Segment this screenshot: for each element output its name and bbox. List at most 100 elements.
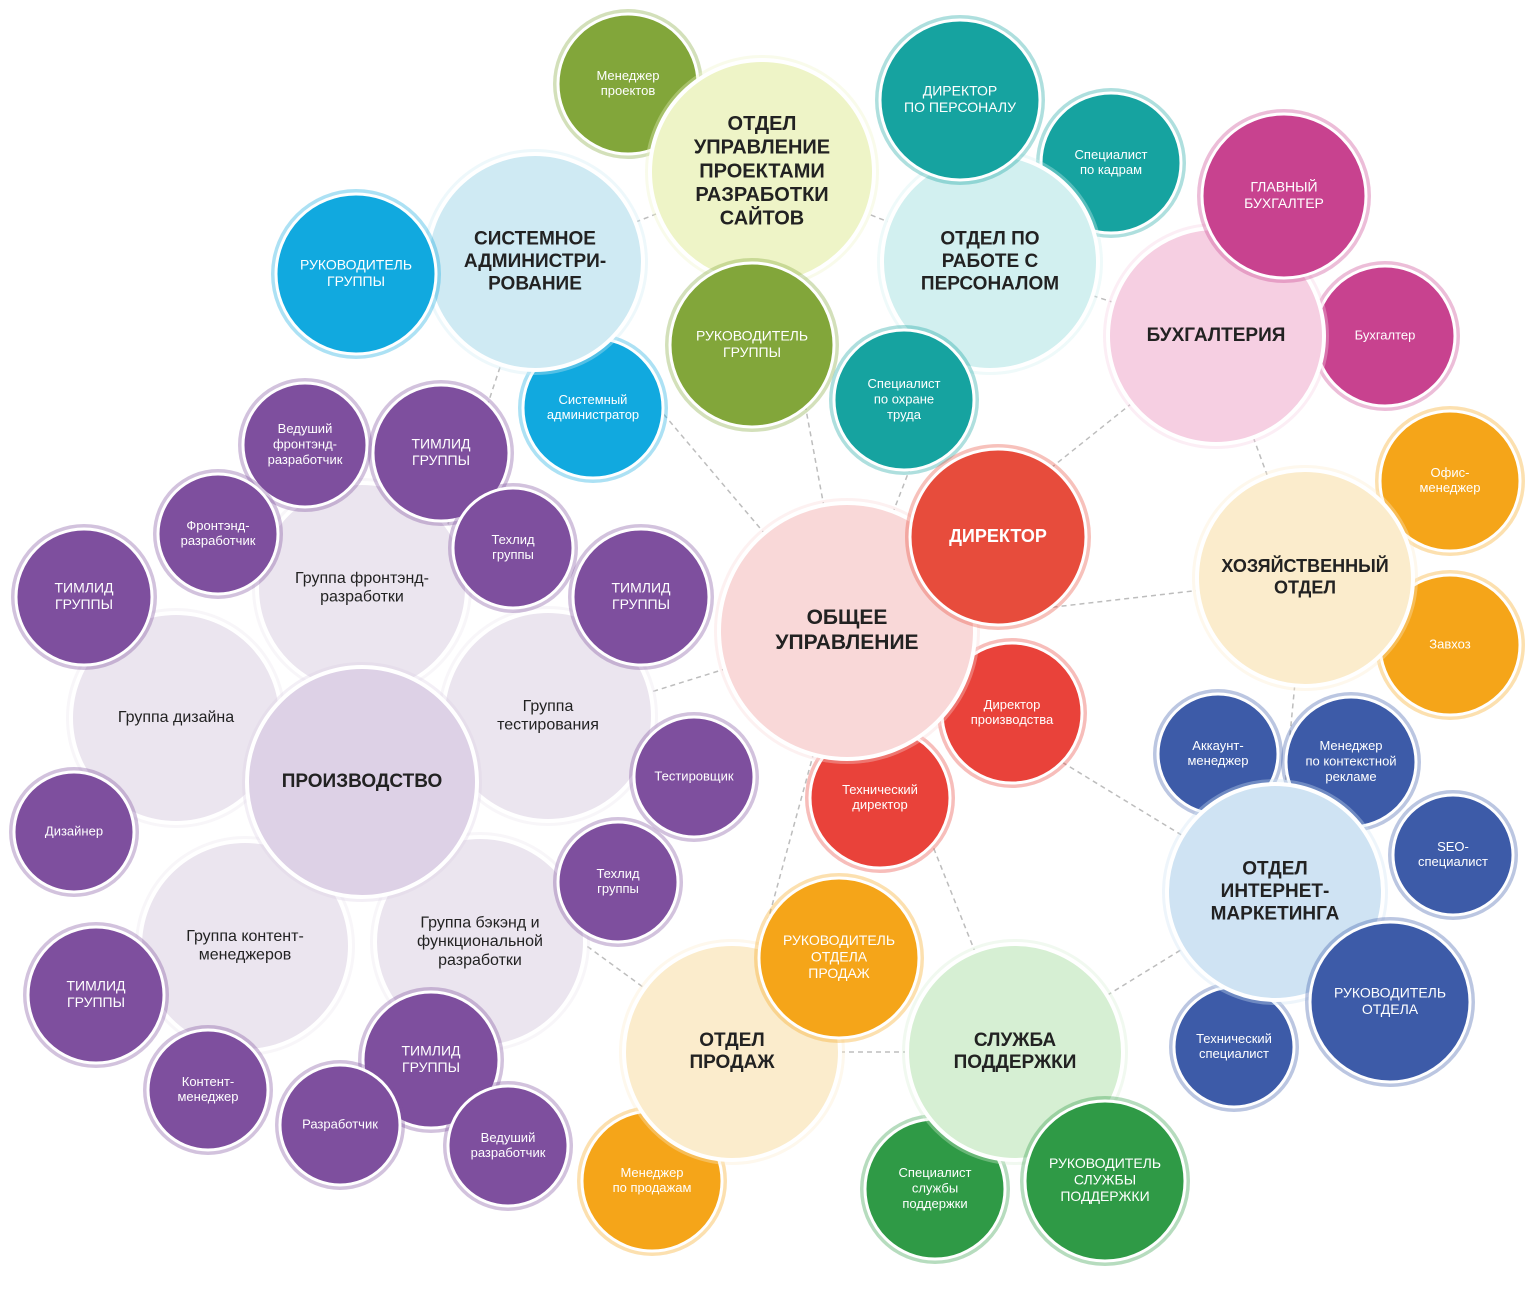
bubble-circle — [278, 1063, 402, 1187]
bubble-label-line: Специалист — [868, 376, 941, 391]
bubble-label-line: ГРУППЫ — [402, 1059, 460, 1075]
bubble-circle — [146, 1028, 270, 1152]
bubble-circle — [245, 665, 479, 899]
bubble-label-line: ТИМЛИД — [66, 977, 126, 993]
bubble-label-line: Группа дизайна — [118, 709, 234, 726]
bubble-label-line: ГРУППЫ — [55, 596, 113, 612]
bubble-office-mgr: Офис-менеджер — [1375, 406, 1525, 556]
bubble-label-line: ПРОДАЖ — [689, 1052, 775, 1073]
bubble-label-line: Группа контент- — [186, 928, 304, 945]
bubble-label-line: ОТДЕЛ — [728, 113, 797, 135]
bubble-label-line: РАБОТЕ С — [942, 251, 1039, 272]
bubble-label-line: производства — [971, 712, 1054, 727]
bubble-label-line: по контекстной — [1305, 753, 1396, 768]
bubble-label-line: труда — [887, 407, 922, 422]
bubble-label-line: ПРОИЗВОДСТВО — [282, 771, 443, 792]
bubble-label-line: РУКОВОДИТЕЛЬ — [1049, 1155, 1161, 1171]
bubble-label-line: директор — [852, 797, 907, 812]
bubble-label-line: менеджер — [1187, 753, 1248, 768]
bubble-label-line: УПРАВЛЕНИЕ — [775, 631, 918, 654]
bubble-circle — [632, 715, 756, 839]
bubble-fe-dev: Фронтэнд-разработчик — [153, 469, 283, 599]
bubble-label-line: ПРОДАЖ — [808, 965, 869, 981]
bubble-label-line: РУКОВОДИТЕЛЬ — [696, 327, 808, 343]
bubble-label-line: ОТДЕЛ — [699, 1030, 764, 1051]
bubble-label-line: Группа — [523, 698, 574, 715]
bubble-label-line: SEO- — [1437, 839, 1469, 854]
bubble-label-line: ОТДЕЛ ПО — [940, 229, 1039, 250]
bubble-label-line: по кадрам — [1080, 162, 1142, 177]
bubble-label-line: РУКОВОДИТЕЛЬ — [300, 256, 412, 272]
bubble-label-line: по продажам — [613, 1180, 692, 1195]
bubble-circle — [156, 472, 280, 596]
bubble-label-line: Разработчик — [302, 1116, 378, 1131]
bubble-label-line: Менеджер — [1319, 738, 1382, 753]
bubble-label-line: по охране — [874, 391, 934, 406]
bubble-label-line: ОТДЕЛ — [1242, 859, 1307, 880]
bubble-label-line: ПОДДЕРЖКИ — [1060, 1188, 1149, 1204]
bubble-label-line: Дизайнер — [45, 823, 103, 838]
bubble-label-line: БУХГАЛТЕР — [1244, 195, 1324, 211]
bubble-label-line: Фронтэнд- — [186, 518, 249, 533]
bubble-label-line: специалист — [1199, 1046, 1269, 1061]
link-acc_dept-admin_dept — [1215, 335, 1306, 579]
bubble-label-line: ОТДЕЛА — [1362, 1001, 1419, 1017]
bubble-circle — [1195, 468, 1415, 688]
bubble-label-line: СЛУЖБЫ — [1074, 1172, 1136, 1188]
bubble-label-line: ДИРЕКТОР — [923, 82, 998, 98]
bubble-circle — [12, 770, 136, 894]
bubble-label-line: Техлид — [596, 866, 640, 881]
bubble-circle — [668, 261, 836, 429]
bubble-label-line: УПРАВЛЕНИЕ — [694, 137, 830, 159]
bubble-label-line: разработки — [438, 952, 522, 969]
bubble-acc: Бухгалтер — [1310, 261, 1460, 411]
bubble-circle — [905, 942, 1125, 1162]
bubble-label-line: ОТДЕЛА — [811, 949, 868, 965]
bubble-label-line: Менеджер — [620, 1165, 683, 1180]
bubble-label-line: ПОДДЕРЖКИ — [954, 1052, 1077, 1073]
bubble-circle — [908, 447, 1088, 627]
bubble-label-line: проектов — [601, 83, 656, 98]
bubble-director: ДИРЕКТОР — [905, 444, 1091, 630]
bubble-label-line: Бухгалтер — [1355, 327, 1416, 342]
bubble-label-line: ПЕРСОНАЛОМ — [921, 273, 1059, 294]
bubble-label-line: менеджер — [1419, 480, 1480, 495]
bubble-label-line: Ведуший — [278, 421, 333, 436]
bubble-label-line: ПО ПЕРСОНАЛУ — [904, 99, 1016, 115]
bubble-label-line: ГРУППЫ — [612, 596, 670, 612]
bubble-be-dev: Разработчик — [275, 1060, 405, 1190]
bubble-label-line: ТИМЛИД — [401, 1042, 461, 1058]
bubble-label-line: службы — [912, 1180, 958, 1195]
bubble-circle — [757, 876, 921, 1040]
bubble-label-line: менеджеров — [199, 947, 292, 964]
bubble-label-line: Менеджер — [596, 68, 659, 83]
bubble-circle — [26, 925, 166, 1065]
bubble-label-line: функциональной — [417, 933, 543, 950]
bubble-label-line: администратор — [547, 407, 639, 422]
bubble-label-line: группы — [597, 881, 639, 896]
bubble-circle — [361, 990, 501, 1130]
bubble-label-line: ГРУППЫ — [67, 994, 125, 1010]
bubble-label-line: разработки — [320, 589, 404, 606]
bubble-label-line: ГЛАВНЫЙ — [1250, 177, 1317, 194]
bubble-label-line: ОТДЕЛ — [1274, 577, 1336, 597]
bubble-label-line: Системный — [559, 392, 628, 407]
bubble-circle — [446, 1084, 570, 1208]
bubble-label-line: Завхоз — [1429, 636, 1470, 651]
bubble-label-line: Технический — [1196, 1031, 1272, 1046]
bubble-circle — [556, 820, 680, 944]
bubble-label-line: Офис- — [1431, 465, 1470, 480]
bubble-label-line: МАРКЕТИНГА — [1211, 903, 1340, 924]
